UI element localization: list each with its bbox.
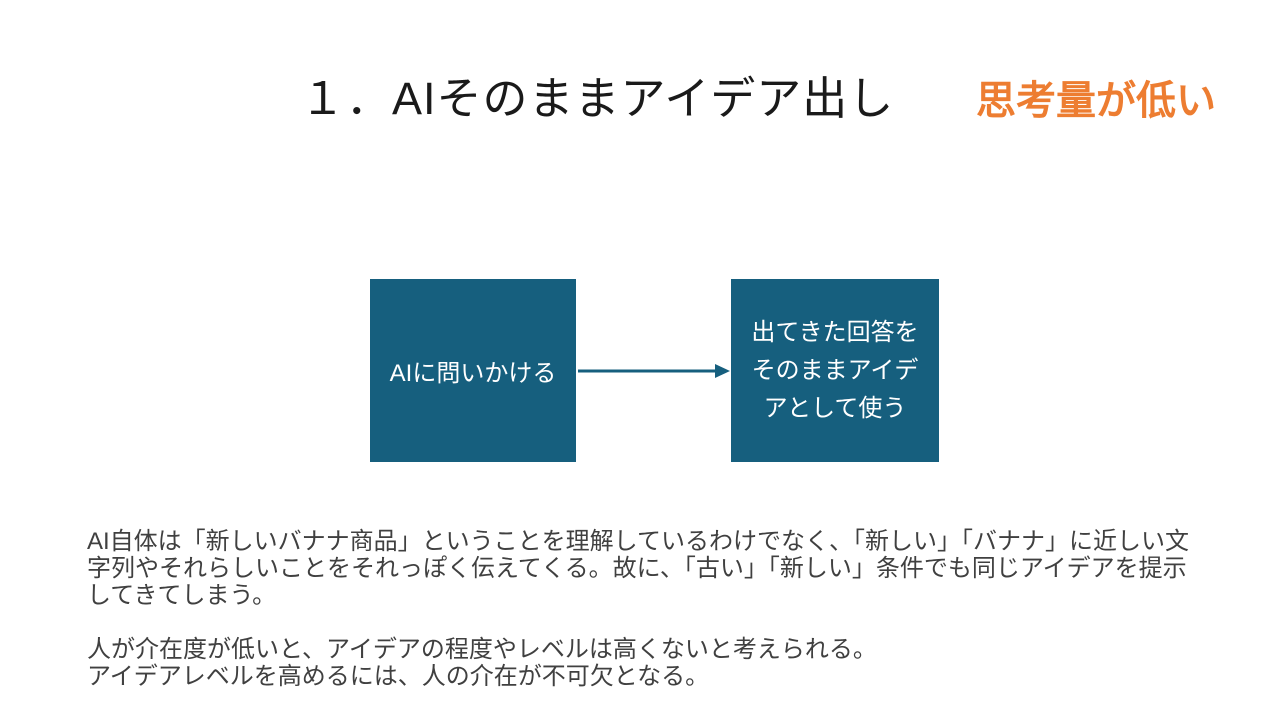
right-arrow-connector [578, 364, 730, 378]
slide-title: １．AIそのままアイデア出し [300, 73, 895, 124]
annotation-thinking-amount-low: 思考量が低い [976, 79, 1216, 123]
body-paragraph-ai-limitation: AI自体は「新しいバナナ商品」ということを理解しているわけでなく、「新しい」「バ… [87, 528, 1189, 609]
body-paragraph-human-involvement: 人が介在度が低いと、アイデアの程度やレベルは高くないと考えられる。 アイデアレベ… [87, 636, 877, 690]
flow-box-ask-ai-label: AIに問いかける [389, 360, 557, 387]
flow-box-use-answer-as-is: 出てきた回答を そのままアイデ アとして使う [731, 279, 939, 462]
body-text-block: AI自体は「新しいバナナ商品」ということを理解しているわけでなく、「新しい」「バ… [87, 528, 1232, 690]
flow-box-use-answer-label: 出てきた回答を そのままアイデ アとして使う [751, 318, 919, 422]
flow-box-ask-ai: AIに問いかける [370, 279, 576, 462]
